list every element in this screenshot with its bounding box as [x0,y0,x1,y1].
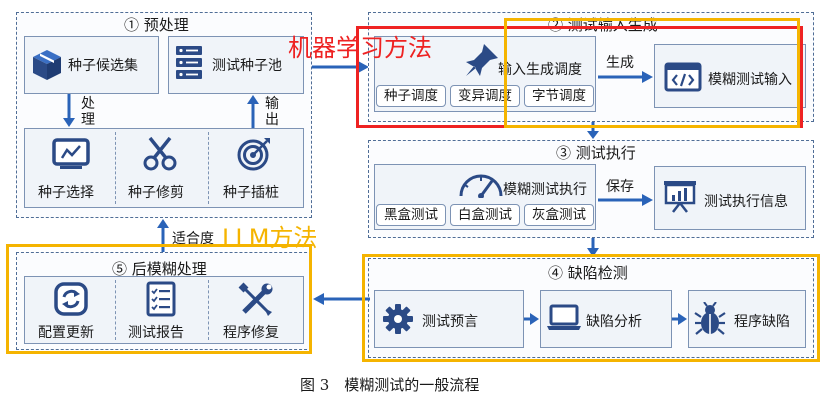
seed-candidates-label: 种子候选集 [68,58,138,74]
fuzz-execution-label: 模糊测试执行 [503,182,587,198]
target-icon [237,138,270,171]
test-seed-pool-label: 测试种子池 [212,58,282,74]
fitness-label: 适合度 [172,231,214,247]
seed-selection-label: 种子选择 [38,185,94,201]
seed-scheduling-pill: 种子调度 [376,85,446,107]
checklist-icon [146,281,176,317]
defect-analysis-label: 缺陷分析 [586,314,642,330]
save-arrow [598,194,653,206]
flow-arrow-1-2 [312,61,369,73]
graybox-pill: 灰盒测试 [524,204,594,226]
blackbox-pill: 黑盒测试 [376,204,446,226]
fitness-arrow [157,219,169,252]
panel-post-fuzzing-title: ⑤ 后模糊处理 [112,260,207,278]
panel-preprocessing-title: ① 预处理 [124,16,189,34]
input-scheduling-label: 输入生成调度 [498,62,582,78]
oracle-to-analysis-arrow [524,313,539,325]
process-arrow [63,94,75,127]
llm-method-highlight-top [504,18,800,128]
process-label: 处理 [81,96,95,128]
seed-instrumentation-label: 种子插桩 [223,185,279,201]
gear-icon [383,304,413,334]
gauge-icon [459,174,503,198]
separator [208,132,209,204]
byte-scheduling-pill: 字节调度 [524,85,594,107]
wrench-screwdriver-icon [238,282,273,316]
server-icon [176,46,202,79]
output-label: 输出 [265,96,279,128]
program-repair-label: 程序修复 [223,325,279,341]
output-arrow [247,95,259,128]
test-report-label: 测试报告 [128,325,184,341]
laptop-icon [547,304,581,330]
exec-info-label: 测试执行信息 [704,194,788,210]
cube-icon [33,50,61,80]
figure-caption: 图 3 模糊测试的一般流程 [300,376,480,394]
bug-icon [694,302,726,335]
analysis-to-defect-arrow [672,313,687,325]
llm-method-annotation: LLM方法 [222,224,318,252]
whitebox-pill: 白盒测试 [450,204,520,226]
llm-method-highlight-defect [362,254,820,362]
test-oracle-label: 测试预言 [422,314,478,330]
config-update-label: 配置更新 [38,325,94,341]
mutation-scheduling-pill: 变异调度 [450,85,520,107]
generate-label: 生成 [606,55,634,71]
panel-test-execution-title: ③ 测试执行 [556,144,636,162]
ml-method-annotation: 机器学习方法 [288,34,432,62]
fuzz-input-label: 模糊测试输入 [708,72,792,88]
separator [115,280,116,340]
scissors-icon [143,136,177,171]
chart-monitor-icon [52,138,90,169]
code-window-icon [664,62,702,92]
generate-arrow [598,71,653,83]
llm-method-highlight-post [6,244,312,354]
separator [208,280,209,340]
pin-icon [466,44,498,76]
separator [115,132,116,204]
seed-trimming-label: 种子修剪 [128,185,184,201]
presentation-icon [664,181,696,213]
flow-arrow-3-4 [587,238,599,257]
save-label: 保存 [606,179,634,195]
panel-defect-detection-title: ④ 缺陷检测 [548,264,628,282]
program-defect-label: 程序缺陷 [734,314,790,330]
refresh-icon [54,282,88,316]
